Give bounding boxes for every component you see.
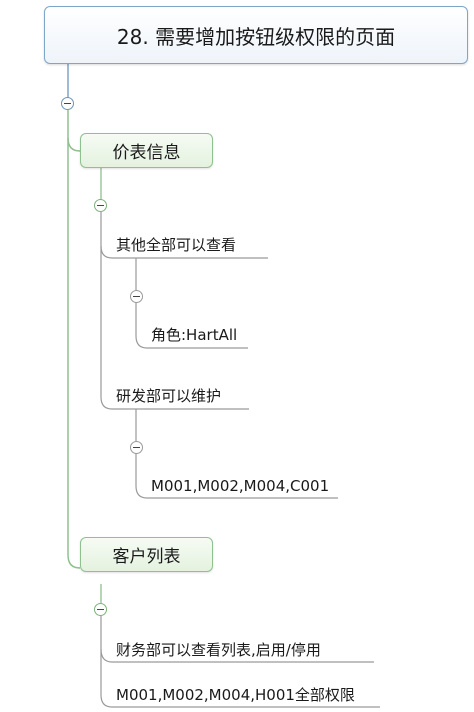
collapse-toggle-view-all[interactable] [130,290,143,303]
branch-topic-label: 价表信息 [112,143,181,163]
branch-topic-customer-list[interactable]: 客户列表 [80,537,213,572]
leaf-role-hartall[interactable]: 角色:HartAll [151,326,238,344]
collapse-toggle-rd-maintain[interactable] [130,441,143,454]
subtopic-full-permission[interactable]: M001,M002,M004,H001全部权限 [116,686,355,704]
root-topic[interactable]: 28. 需要增加按钮级权限的页面 [44,6,468,64]
collapse-toggle-customer-list[interactable] [94,603,107,616]
subtopic-rd-maintain[interactable]: 研发部可以维护 [116,387,222,405]
branch-topic-label: 客户列表 [112,547,181,567]
minus-icon [133,446,140,449]
branch-topic-price-info[interactable]: 价表信息 [80,133,213,168]
root-topic-label: 28. 需要增加按钮级权限的页面 [116,24,396,49]
minus-icon [133,295,140,298]
minus-icon [97,608,104,611]
collapse-toggle-root[interactable] [61,97,74,110]
leaf-rd-codes[interactable]: M001,M002,M004,C001 [151,477,330,495]
minus-icon [97,204,104,207]
subtopic-finance-view[interactable]: 财务部可以查看列表,启用/停用 [116,641,321,659]
subtopic-view-all[interactable]: 其他全部可以查看 [116,236,237,254]
minus-icon [64,102,71,105]
collapse-toggle-price-info[interactable] [94,199,107,212]
